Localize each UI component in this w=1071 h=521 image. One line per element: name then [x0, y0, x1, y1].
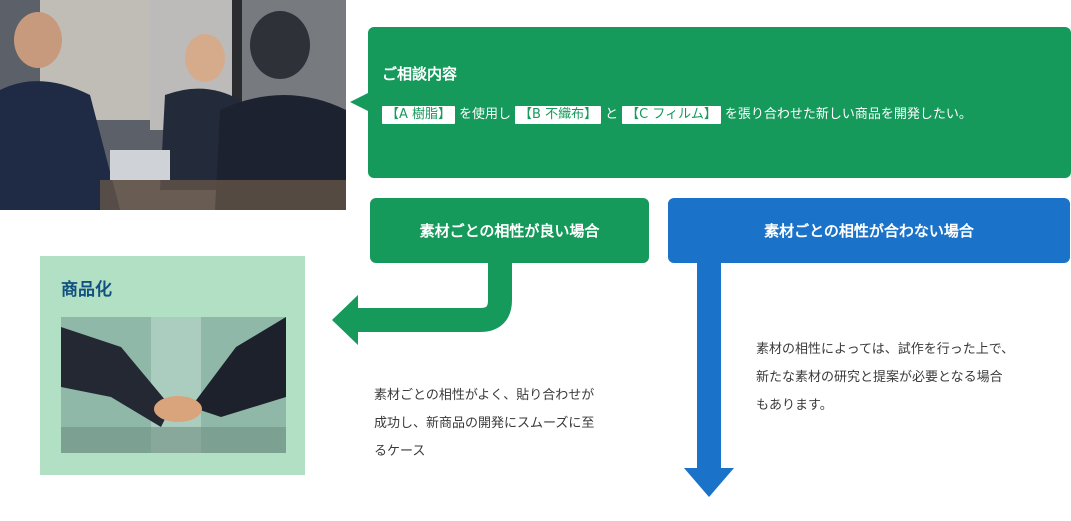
handshake-photo	[61, 317, 286, 453]
good-caption-line-3: るケース	[374, 444, 426, 459]
good-compatibility-box: 素材ごとの相性が良い場合	[370, 198, 649, 263]
material-b-chip: 【B 不織布】	[515, 106, 602, 124]
product-panel: 商品化	[40, 256, 305, 475]
consult-text-3: を張り合わせた新しい商品を開発したい。	[724, 107, 972, 122]
poor-caption-line-1: 素材の相性によっては、試作を行った上で、	[756, 342, 1015, 357]
good-caption-line-2: 成功し、新商品の開発にスムーズに至	[374, 416, 595, 431]
good-compatibility-label: 素材ごとの相性が良い場合	[419, 222, 600, 240]
meeting-photo	[0, 0, 346, 210]
handshake-photo-illustration	[61, 317, 286, 453]
good-caption-line-1: 素材ごとの相性がよく、貼り合わせが	[374, 388, 595, 403]
consultation-title: ご相談内容	[382, 65, 458, 83]
green-arrow-icon	[358, 262, 512, 332]
material-c-chip: 【C フィルム】	[622, 106, 721, 124]
good-case-caption: 素材ごとの相性がよく、貼り合わせが 成功し、新商品の開発にスムーズに至 るケース	[374, 382, 594, 466]
blue-arrow-shaft-icon	[697, 262, 721, 472]
blue-arrow-head-icon	[684, 468, 734, 497]
poor-case-caption: 素材の相性によっては、試作を行った上で、 新たな素材の研究と提案が必要となる場合…	[756, 336, 1014, 420]
product-title: 商品化	[61, 280, 112, 300]
consult-text-2: と	[605, 107, 619, 122]
poor-compatibility-label: 素材ごとの相性が合わない場合	[764, 222, 974, 240]
consult-pointer	[350, 93, 368, 111]
consultation-body: 【A 樹脂】を使用し【B 不織布】と【C フィルム】を張り合わせた新しい商品を開…	[378, 105, 972, 125]
meeting-photo-illustration	[0, 0, 346, 210]
poor-caption-line-3: もあります。	[756, 398, 833, 413]
poor-caption-line-2: 新たな素材の研究と提案が必要となる場合	[756, 370, 1003, 385]
green-arrow-head-icon	[332, 295, 358, 345]
consultation-box: ご相談内容 【A 樹脂】を使用し【B 不織布】と【C フィルム】を張り合わせた新…	[368, 27, 1071, 178]
material-a-chip: 【A 樹脂】	[382, 106, 456, 124]
poor-compatibility-box: 素材ごとの相性が合わない場合	[668, 198, 1070, 263]
consult-text-1: を使用し	[459, 107, 512, 122]
